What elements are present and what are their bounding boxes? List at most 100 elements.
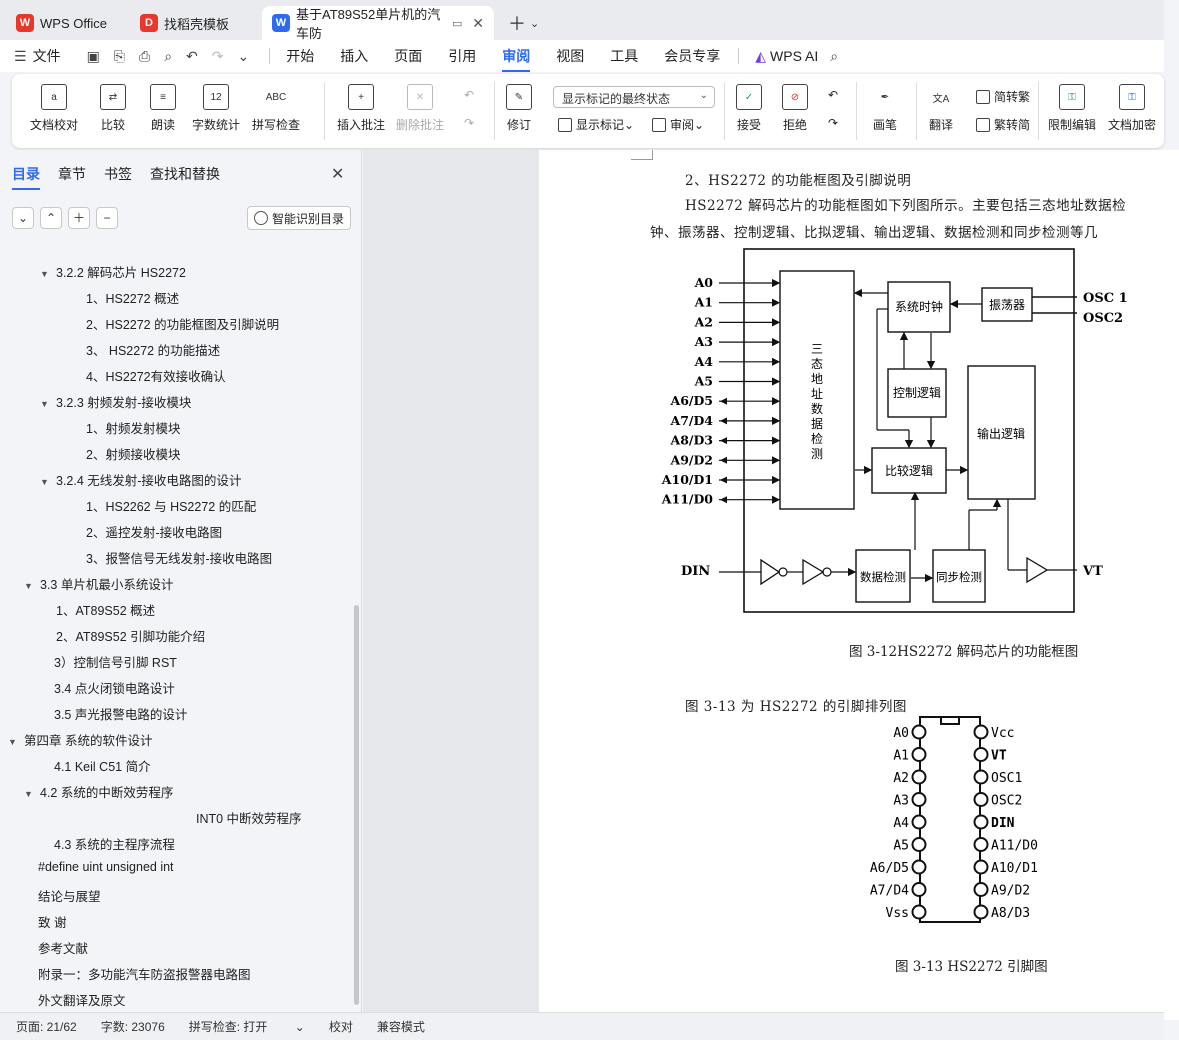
toc-item[interactable]: 3.5 声光报警电路的设计 <box>54 704 187 723</box>
tab-toc[interactable]: 目录 <box>12 164 40 190</box>
accept-button[interactable]: ✓ 接受 <box>736 84 762 133</box>
status-page[interactable]: 页面: 21/62 <box>16 1020 77 1034</box>
next-change-icon[interactable]: ↷ <box>828 116 839 130</box>
tab-current-document[interactable]: W 基于AT89S52单片机的汽车防 ▭ ✕ <box>262 6 494 41</box>
close-tab-icon[interactable]: ✕ <box>472 14 484 31</box>
add-heading-button[interactable]: ＋ <box>68 207 90 229</box>
search-icon[interactable]: ⌕ <box>830 47 839 64</box>
toc-item[interactable]: 2、AT89S52 引脚功能介绍 <box>56 626 205 645</box>
chevron-down-icon[interactable]: ⌄ <box>530 17 540 30</box>
toc-item[interactable]: ▼3.3 单片机最小系统设计 <box>24 574 173 593</box>
show-markup-button[interactable]: 显示标记 ⌄ <box>558 116 634 133</box>
toc-item[interactable]: 2、HS2272 的功能框图及引脚说明 <box>86 314 279 333</box>
window-icon[interactable]: ▭ <box>452 17 463 30</box>
close-pane-icon[interactable]: ✕ <box>331 166 345 183</box>
toc-scrollbar[interactable] <box>354 605 359 1005</box>
menu-reference[interactable]: 引用 <box>448 48 477 64</box>
tab-find-replace[interactable]: 查找和替换 <box>150 166 220 182</box>
toc-item[interactable]: 4、HS2272有效接收确认 <box>86 366 226 385</box>
compare-button[interactable]: ⇄ 比较 <box>100 84 126 133</box>
toc-item[interactable]: 3、报警信号无线发射-接收电路图 <box>86 548 272 567</box>
toc-item[interactable]: ▼3.2.4 无线发射-接收电路图的设计 <box>40 470 241 489</box>
toc-item[interactable]: 3.4 点火闭锁电路设计 <box>54 678 175 697</box>
revise-button[interactable]: ✎ 修订 <box>506 84 532 133</box>
menu-file[interactable]: 文件 <box>32 48 61 64</box>
spell-check-button[interactable]: ABC 拼写检查 <box>252 84 300 133</box>
menu-page[interactable]: 页面 <box>394 48 423 64</box>
redo-icon[interactable]: ↷ <box>211 47 224 64</box>
toc-item[interactable]: 4.3 系统的主程序流程 <box>54 834 175 853</box>
more-chevron-icon[interactable]: ⌄ <box>237 47 250 64</box>
print-preview-icon[interactable]: ⌕ <box>164 47 173 64</box>
toc-item[interactable]: 致 谢 <box>38 912 66 931</box>
toc-item[interactable]: 1、HS2272 概述 <box>86 288 179 307</box>
restrict-edit-button[interactable]: ⚿ 限制编辑 <box>1048 84 1096 133</box>
doc-check-button[interactable]: a 文档校对 <box>30 84 78 133</box>
smart-toc-button[interactable]: 智能识别目录 <box>247 206 351 230</box>
expand-caret-icon[interactable]: ▼ <box>8 737 17 747</box>
review-pane-button[interactable]: 审阅 ⌄ <box>652 116 704 133</box>
document-page[interactable]: 2、HS2272 的功能框图及引脚说明 HS2272 解码芯片的功能框图如下列图… <box>539 150 1179 1020</box>
toc-item[interactable]: 外文翻译及原文 <box>38 990 126 1009</box>
hamburger-menu-icon[interactable]: ☰ <box>14 47 27 64</box>
expand-caret-icon[interactable]: ▼ <box>40 269 49 279</box>
expand-caret-icon[interactable]: ▼ <box>24 789 33 799</box>
next-comment-icon[interactable]: ↷ <box>464 116 475 130</box>
menu-membership[interactable]: 会员专享 <box>664 48 721 64</box>
toc-item[interactable]: 附录一：多功能汽车防盗报警器电路图 <box>38 964 251 983</box>
to-simplified-button[interactable]: 繁转简 <box>976 116 1030 133</box>
tab-bookmarks[interactable]: 书签 <box>104 166 132 182</box>
expand-caret-icon[interactable]: ▼ <box>40 477 49 487</box>
status-word-count[interactable]: 字数: 23076 <box>100 1020 165 1034</box>
toc-item[interactable]: 参考文献 <box>38 938 88 957</box>
read-aloud-button[interactable]: ≡ 朗读 <box>150 84 176 133</box>
remove-heading-button[interactable]: − <box>96 207 118 229</box>
collapse-down-button[interactable]: ⌄ <box>12 207 34 229</box>
toc-item[interactable]: 1、射频发射模块 <box>86 418 180 437</box>
translate-button[interactable]: 文A 翻译 <box>928 84 954 133</box>
status-spell-check[interactable]: 拼写检查: 打开 ⌄ <box>188 1020 305 1034</box>
toc-item[interactable]: INT0 中断效劳程序 <box>196 808 302 827</box>
toc-item[interactable]: 2、遥控发射-接收电路图 <box>86 522 222 541</box>
tab-chapters[interactable]: 章节 <box>58 166 86 182</box>
menu-tools[interactable]: 工具 <box>610 48 639 64</box>
pen-button[interactable]: ✒ 画笔 <box>872 84 898 133</box>
reject-button[interactable]: ⊘ 拒绝 <box>782 84 808 133</box>
toc-item[interactable]: ▼3.2.2 解码芯片 HS2272 <box>40 262 186 281</box>
toc-item[interactable]: 3）控制信号引脚 RST <box>54 652 177 671</box>
menu-wps-ai[interactable]: WPS AI <box>770 48 819 64</box>
save-icon[interactable]: ▣ <box>86 47 100 64</box>
tab-docer-templates[interactable]: D 找稻壳模板 <box>130 6 256 40</box>
prev-comment-icon[interactable]: ↶ <box>464 88 475 102</box>
collapse-up-button[interactable]: ⌃ <box>40 207 62 229</box>
toc-item[interactable]: 3、 HS2272 的功能描述 <box>86 340 220 359</box>
toc-item[interactable]: 1、HS2262 与 HS2272 的匹配 <box>86 496 256 515</box>
wps-ai-icon[interactable]: ◭ <box>755 47 767 64</box>
expand-caret-icon[interactable]: ▼ <box>40 399 49 409</box>
undo-icon[interactable]: ↶ <box>186 47 198 64</box>
markup-state-select[interactable]: 显示标记的最终状态 ⌄ <box>553 86 715 108</box>
status-proof[interactable]: 校对 <box>328 1020 353 1034</box>
toc-item[interactable]: ▼3.2.3 射频发射-接收模块 <box>40 392 191 411</box>
expand-caret-icon[interactable]: ▼ <box>24 581 33 591</box>
to-traditional-button[interactable]: 简转繁 <box>976 88 1030 105</box>
doc-encrypt-button[interactable]: ⚿ 文档加密 <box>1108 84 1156 133</box>
toc-item[interactable]: ▼4.2 系统的中断效劳程序 <box>24 782 173 801</box>
toc-item[interactable]: ▼第四章 系统的软件设计 <box>8 730 152 749</box>
word-count-button[interactable]: 12 字数统计 <box>192 84 240 133</box>
menu-view[interactable]: 视图 <box>556 48 585 64</box>
export-icon[interactable]: ⎘ <box>113 47 125 64</box>
menu-review[interactable]: 审阅 <box>502 46 531 72</box>
print-icon[interactable]: ⎙ <box>139 47 151 64</box>
insert-comment-button[interactable]: + 插入批注 <box>337 84 385 133</box>
toc-item[interactable]: #define uint unsigned int <box>38 860 174 874</box>
toc-item[interactable]: 4.1 Keil C51 简介 <box>54 756 151 775</box>
new-tab-button[interactable]: ＋ ⌄ <box>508 14 540 34</box>
tab-wps-office[interactable]: W WPS Office <box>6 6 124 40</box>
toc-item[interactable]: 1、AT89S52 概述 <box>56 600 155 619</box>
delete-comment-button[interactable]: ✕ 删除批注 <box>396 84 444 133</box>
menu-insert[interactable]: 插入 <box>340 48 369 64</box>
prev-change-icon[interactable]: ↶ <box>828 88 839 102</box>
toc-item[interactable]: 2、射频接收模块 <box>86 444 180 463</box>
menu-home[interactable]: 开始 <box>286 48 315 64</box>
